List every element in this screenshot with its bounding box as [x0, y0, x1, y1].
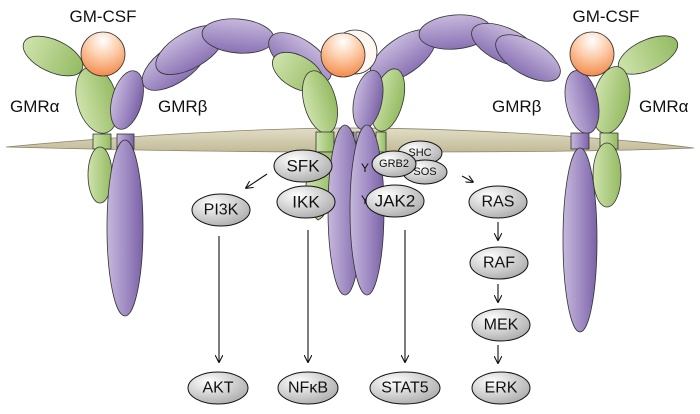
node-ikk-label: IKK	[292, 193, 320, 212]
node-akt: AKT	[187, 371, 249, 405]
tyrosine-label-1: Y	[361, 161, 369, 175]
node-nfkb-label: NFκB	[288, 380, 328, 397]
arrow-sfk-to-pi3k	[246, 173, 268, 188]
ligand-label-right: GM-CSF	[572, 7, 639, 26]
node-mek: MEK	[471, 308, 531, 342]
node-nfkb: NFκB	[277, 371, 339, 405]
node-ras-label: RAS	[482, 194, 515, 211]
gmr-beta-label-right: GMRβ	[492, 97, 542, 116]
node-ras: RAS	[468, 185, 528, 219]
node-erk: ERK	[471, 371, 531, 405]
node-mek-label: MEK	[484, 317, 519, 334]
central-receptor-complex	[272, 29, 406, 296]
node-jak2-label: JAK2	[375, 192, 416, 211]
node-raf-label: RAF	[483, 255, 515, 272]
gm-csf-ligand-center	[320, 32, 366, 78]
node-ikk: IKK	[276, 185, 336, 219]
node-stat5: STAT5	[369, 371, 441, 405]
left-receptor-complex	[22, 31, 144, 317]
gmr-alpha-label-right: GMRα	[639, 97, 689, 116]
node-stat5-label: STAT5	[381, 380, 429, 397]
pathway-arrows	[219, 173, 498, 363]
gmr-beta-left-domain	[110, 70, 144, 130]
node-sfk-label: SFK	[286, 157, 320, 176]
gmr-alpha-left-domain1	[22, 35, 84, 77]
node-grb2-label: GRB2	[379, 158, 409, 170]
node-sfk: SFK	[273, 149, 333, 183]
tyrosine-label-2: Y	[361, 193, 369, 207]
right-receptor-complex	[562, 31, 679, 333]
gm-csf-ligand-left	[80, 31, 126, 77]
node-erk-label: ERK	[485, 380, 518, 397]
arrow-sos-to-ras	[461, 176, 473, 182]
node-jak2: JAK2	[365, 184, 425, 218]
gmr-beta-label-left: GMRβ	[158, 97, 208, 116]
gmr-alpha-label-left: GMRα	[10, 97, 60, 116]
node-raf: RAF	[469, 246, 529, 280]
node-grb2: GRB2	[371, 150, 417, 178]
node-pi3k-label: PI3K	[204, 202, 239, 219]
node-shc-label: SHC	[408, 147, 431, 159]
node-pi3k: PI3K	[191, 193, 251, 227]
node-sos-label: SOS	[413, 166, 436, 178]
node-akt-label: AKT	[202, 380, 233, 397]
gmr-beta-left-tail	[106, 139, 144, 317]
gm-csf-ligand-right	[569, 31, 615, 77]
ligand-label-left: GM-CSF	[69, 7, 136, 26]
